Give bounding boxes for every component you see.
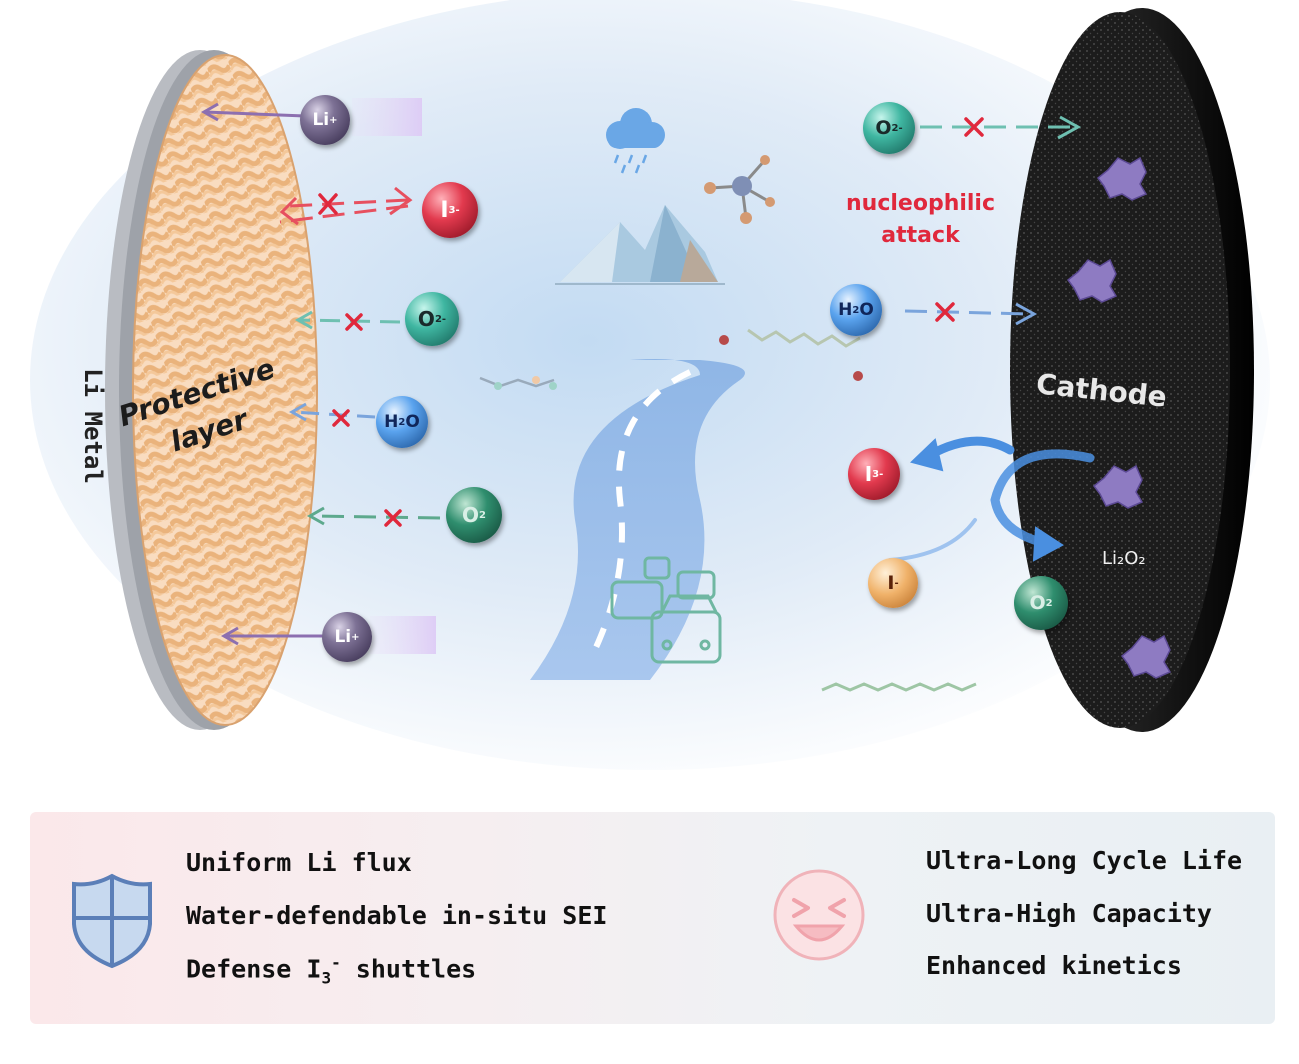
features-panel	[30, 812, 1275, 1024]
li-metal-label: Li Metal	[78, 368, 107, 484]
feature-defense-suffix: shuttles	[340, 954, 477, 984]
molecule-chain-icon	[719, 328, 863, 381]
li-ion-charge: +	[329, 114, 338, 126]
i3-charge-2: -	[879, 468, 884, 480]
i3-symbol: I	[440, 197, 449, 223]
cross-mark-icon	[318, 193, 402, 527]
o2-sub: 2	[479, 509, 486, 521]
protective-layer	[132, 54, 318, 726]
o2-symbol: O	[462, 503, 480, 527]
feature-defense-prefix: Defense I	[186, 954, 322, 984]
h2o-h: H	[384, 412, 399, 432]
blocked-arrows-left	[279, 186, 441, 526]
feature-defense-sub: 3	[321, 968, 332, 988]
li-flux-arrow	[200, 102, 325, 646]
o2m-symbol-2: O	[875, 117, 892, 139]
o2m-charge: -	[441, 313, 447, 325]
nucleophilic-label-line1: nucleophilic	[846, 191, 996, 216]
li2o2-cluster	[1066, 156, 1172, 679]
feature-defense-i3-shuttles: Defense I3- shuttles	[186, 953, 476, 987]
o2-symbol-2: O	[1029, 592, 1046, 614]
rain-cloud-icon	[606, 108, 665, 174]
o2-sub-2: 2	[1045, 597, 1053, 609]
molecule-icon	[479, 376, 557, 390]
cross-mark-icon	[935, 117, 984, 322]
li-ion-symbol: Li	[312, 110, 330, 130]
h2o-sub: 2	[398, 416, 406, 428]
molecule-chain-icon	[821, 682, 977, 692]
o2m-charge-2: -	[898, 122, 903, 134]
feature-water-defendable-sei: Water-defendable in-situ SEI	[186, 901, 608, 930]
o2m-sub: 2	[434, 313, 442, 325]
h2o-o-2: O	[859, 300, 874, 320]
blocked-arrows-right	[904, 115, 1082, 326]
i3-symbol-2: I	[864, 462, 873, 486]
iodide-ion: I-	[868, 558, 918, 608]
li2o2-label: Li₂O₂	[1102, 548, 1146, 569]
shield-icon	[72, 873, 152, 969]
li-ion: Li+	[300, 95, 350, 145]
i3-sub: 3	[448, 204, 456, 216]
nucleophilic-attack-label: nucleophilic attack	[846, 188, 995, 252]
molecule-icon	[704, 155, 775, 224]
mountain-icon	[555, 205, 725, 285]
h2o-h-2: H	[838, 300, 853, 320]
o2m-symbol: O	[417, 307, 435, 331]
car-traffic-icon	[610, 556, 722, 664]
feature-ultra-high-capacity: Ultra-High Capacity	[926, 899, 1212, 928]
laughing-face-icon	[773, 869, 865, 961]
i3-charge: -	[455, 204, 460, 216]
feature-enhanced-kinetics: Enhanced kinetics	[926, 951, 1182, 980]
li-ion: Li+	[322, 612, 372, 662]
scene-illustration	[30, 0, 1270, 770]
nucleophilic-label-line2: attack	[881, 223, 960, 248]
i-charge: -	[894, 577, 899, 589]
i-symbol: I	[887, 572, 895, 594]
h2o-sub-2: 2	[852, 304, 860, 316]
feature-ultra-long-cycle-life: Ultra-Long Cycle Life	[926, 846, 1243, 875]
h2o-o: O	[405, 412, 420, 432]
i3-sub-2: 3	[872, 468, 880, 480]
o2m-sub-2: 2	[891, 122, 899, 134]
cathode-disk	[1010, 12, 1230, 728]
redox-cycle-arrows	[888, 436, 1095, 562]
feature-uniform-li-flux: Uniform Li flux	[186, 848, 412, 877]
li-ion-symbol-2: Li	[334, 627, 352, 647]
road-icon	[530, 359, 745, 680]
li-ion-charge-2: +	[351, 631, 360, 643]
feature-defense-sup: -	[331, 953, 341, 972]
